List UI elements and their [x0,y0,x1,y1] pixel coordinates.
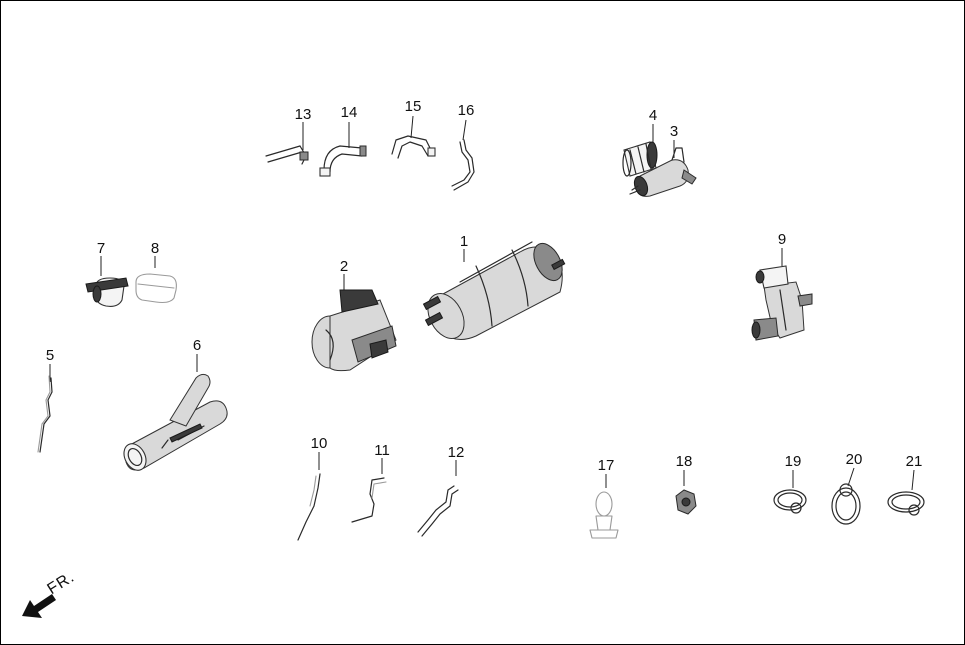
callout-6: 6 [192,337,202,354]
callout-12: 12 [447,444,465,461]
hose-11-part [351,477,387,523]
leader-lines [49,115,915,491]
callout-16: 16 [457,102,475,119]
callout-1: 1 [459,233,469,250]
solenoid-valve-part [751,265,813,341]
nut-part [675,489,697,515]
callout-19: 19 [784,453,802,470]
hose-clip-20-part [831,483,861,525]
callout-17: 17 [597,457,615,474]
canister-bracket-part [311,289,397,372]
hose-14-part [319,145,367,177]
arrow-icon [22,594,56,618]
callout-9: 9 [777,231,787,248]
filter-assembly-part [629,147,697,197]
callout-4: 4 [648,107,658,124]
callout-5: 5 [45,347,55,364]
callout-10: 10 [310,435,328,452]
hose-10-part [297,473,321,541]
callout-11: 11 [374,442,390,459]
hose-16-part [451,139,475,191]
hose-clip-19-part [773,489,807,514]
charcoal-canister-part [422,241,566,340]
callout-13: 13 [294,106,312,123]
hose-15-part [391,135,436,159]
callout-21: 21 [905,453,923,470]
callout-2: 2 [339,258,349,275]
callout-3: 3 [669,123,679,140]
wire-hose-part [37,375,53,453]
y-pipe-part [123,373,228,471]
hose-clip-21-part [887,491,925,516]
filter-screen-part [622,141,658,177]
callout-15: 15 [404,98,422,115]
callout-7: 7 [96,240,106,257]
push-clip-part [589,491,619,539]
callout-8: 8 [150,240,160,257]
callout-18: 18 [675,453,693,470]
hose-13-part [265,145,309,165]
band-part [135,273,177,304]
clamp-part [85,277,129,307]
hose-12-part [417,485,459,537]
callout-20: 20 [845,451,863,468]
callout-14: 14 [340,104,358,121]
